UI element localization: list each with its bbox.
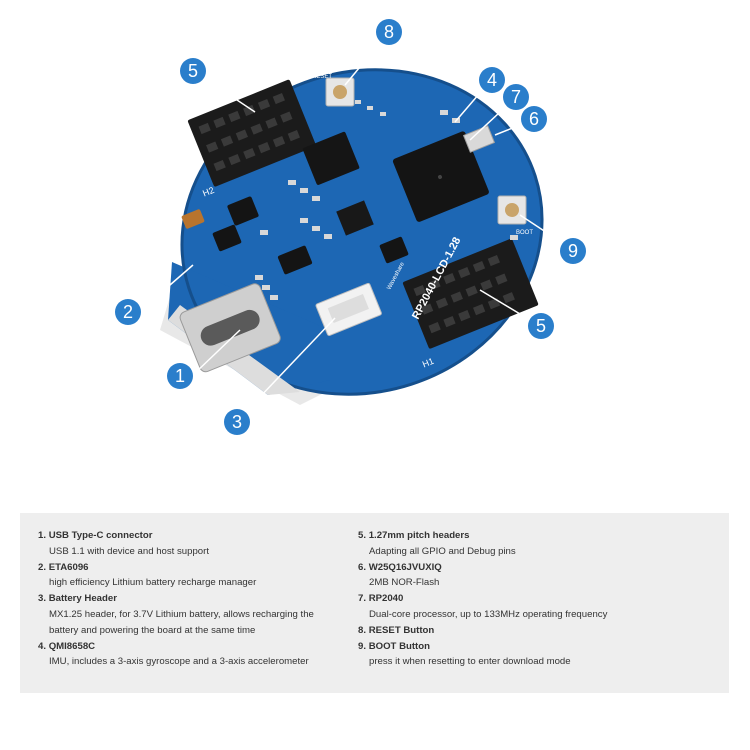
legend-item: 2. ETA6096 high efficiency Lithium batte… xyxy=(38,560,358,592)
legend-number: 9. xyxy=(358,640,367,652)
callout-2: 2 xyxy=(115,299,141,325)
legend-number: 2. xyxy=(38,561,47,573)
legend-title: 1.27mm pitch headers xyxy=(368,530,470,541)
callout-5-top: 5 xyxy=(180,58,206,84)
svg-text:7: 7 xyxy=(511,87,521,107)
svg-text:6: 6 xyxy=(529,109,539,129)
legend-number: 5. xyxy=(358,530,367,541)
callout-9: 9 xyxy=(560,238,586,264)
header-h2-label: H2 xyxy=(201,185,215,199)
callout-5-bottom: 5 xyxy=(528,313,554,339)
svg-text:3: 3 xyxy=(232,412,242,432)
svg-text:2: 2 xyxy=(123,302,133,322)
legend-number: 6. xyxy=(358,561,367,573)
reset-label: RESET xyxy=(312,74,332,80)
header-h1: H1 xyxy=(402,238,539,370)
boot-label: BOOT xyxy=(516,230,533,236)
callout-7: 7 xyxy=(503,84,529,110)
imu-chip xyxy=(336,200,374,236)
small-chip xyxy=(379,236,409,264)
board-diagram: H2 H1 RESET xyxy=(115,19,586,435)
legend-title: ETA6096 xyxy=(48,561,89,573)
callout-6: 6 xyxy=(521,106,547,132)
legend-number: 3. xyxy=(38,593,47,605)
capacitor xyxy=(181,209,205,229)
legend-item: 8. RESET Button xyxy=(358,623,718,639)
legend-title: USB Type-C connector xyxy=(48,530,153,541)
legend-description: Adapting all GPIO and Debug pins xyxy=(369,545,516,557)
legend-description: IMU, includes a 3-axis gyroscope and a 3… xyxy=(49,656,309,668)
battery-header xyxy=(315,282,382,336)
legend-title: RESET Button xyxy=(368,624,435,636)
svg-text:5: 5 xyxy=(536,316,546,336)
small-chip xyxy=(227,196,259,226)
svg-text:1: 1 xyxy=(175,366,185,386)
legend-title: QMI8658C xyxy=(48,640,96,652)
legend-title: W25Q16JVUXIQ xyxy=(368,561,442,573)
callout-4: 4 xyxy=(479,67,505,93)
legend-item: 9. BOOT Button press it when resetting t… xyxy=(358,639,718,671)
legend-item: 4. QMI8658C IMU, includes a 3-axis gyros… xyxy=(38,639,358,671)
callout-8: 8 xyxy=(376,19,402,45)
small-chip xyxy=(212,224,242,252)
legend-column-right: 5. 1.27mm pitch headers Adapting all GPI… xyxy=(358,528,718,670)
flash-chip xyxy=(302,131,360,185)
legend-number: 1. xyxy=(38,530,47,541)
legend-item: 3. Battery Header MX1.25 header, for 3.7… xyxy=(38,591,358,638)
boot-button: BOOT xyxy=(497,195,533,236)
legend-number: 8. xyxy=(358,624,367,636)
crystal-oscillator xyxy=(462,125,496,153)
legend-description: high efficiency Lithium battery recharge… xyxy=(49,577,257,589)
legend-item: 1. USB Type-C connector USB 1.1 with dev… xyxy=(38,528,358,560)
rp2040-chip xyxy=(392,131,489,222)
svg-text:5: 5 xyxy=(188,61,198,81)
legend-description: press it when resetting to enter downloa… xyxy=(369,656,571,668)
legend-item: 5. 1.27mm pitch headers Adapting all GPI… xyxy=(358,528,718,560)
legend-title: Battery Header xyxy=(48,593,117,605)
legend-description: USB 1.1 with device and host support xyxy=(49,545,209,557)
header-h2: H2 xyxy=(187,79,316,199)
legend-panel: 1. USB Type-C connector USB 1.1 with dev… xyxy=(20,513,729,693)
legend-title: BOOT Button xyxy=(368,640,430,652)
legend-description: MX1.25 header, for 3.7V Lithium battery,… xyxy=(49,608,314,620)
header-h1-label: H1 xyxy=(421,356,435,370)
legend-description: 2MB NOR-Flash xyxy=(369,577,440,589)
legend-number: 4. xyxy=(38,640,47,652)
legend-item: 6. W25Q16JVUXIQ 2MB NOR-Flash xyxy=(358,560,718,592)
callout-1: 1 xyxy=(167,363,193,389)
callout-3: 3 xyxy=(224,409,250,435)
usb-c-connector xyxy=(179,283,281,373)
legend-number: 7. xyxy=(358,593,367,605)
legend-description: battery and powering the board at the sa… xyxy=(49,624,256,636)
svg-text:8: 8 xyxy=(384,22,394,42)
svg-text:4: 4 xyxy=(487,70,497,90)
legend-item: 7. RP2040 Dual-core processor, up to 133… xyxy=(358,591,718,623)
small-chip xyxy=(277,245,313,275)
legend-column-left: 1. USB Type-C connector USB 1.1 with dev… xyxy=(38,528,358,670)
svg-text:9: 9 xyxy=(568,241,578,261)
legend-description: Dual-core processor, up to 133MHz operat… xyxy=(369,608,608,620)
reset-button: RESET xyxy=(312,74,355,107)
legend-title: RP2040 xyxy=(368,593,404,605)
